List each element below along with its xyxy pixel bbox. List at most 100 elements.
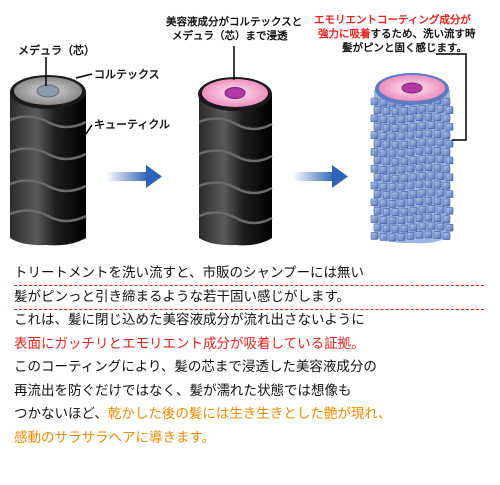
coating-cube (370, 164, 379, 173)
coating-cube (391, 191, 400, 200)
coating-cube (379, 182, 388, 191)
coating-cube (370, 198, 379, 207)
coating-cube (379, 216, 388, 224)
coating-cube (406, 131, 415, 139)
coating-cube (400, 191, 409, 199)
coating-cube (388, 199, 397, 208)
coating-cube (442, 165, 451, 173)
arrow-right-1 (106, 165, 162, 188)
coating-cube (415, 113, 424, 121)
coating-cube (406, 215, 415, 223)
coating-cube (388, 216, 397, 225)
coating-cube (397, 165, 406, 174)
coating-cube (397, 132, 406, 140)
coating-cube (442, 181, 451, 190)
coating-cube (370, 181, 379, 190)
caption-penetration-line1: 美容液成分がコルテックスと (166, 16, 303, 28)
coating-cube (388, 233, 397, 242)
coating-cube (427, 104, 436, 113)
coating-cube (373, 106, 382, 114)
coating-cube (379, 199, 388, 208)
coating-cube (442, 114, 451, 123)
coating-cube (415, 163, 424, 172)
coating-cube (400, 207, 409, 216)
coating-cube (400, 107, 409, 115)
coating-cube (370, 114, 379, 123)
coating-cube (436, 121, 445, 130)
hair-structure-diagram: メデュラ（芯） コルテックス キューティクル 美容液成分がコルテックスと メデュ… (9, 14, 476, 246)
coating-cube (424, 230, 433, 239)
coating-cube (391, 141, 400, 149)
coating-cube (388, 166, 397, 174)
coating-cube (373, 190, 382, 198)
coating-cube (442, 215, 451, 224)
coating-cube (406, 164, 415, 173)
coating-cube (442, 148, 451, 156)
coating-cube (397, 199, 406, 208)
paragraph-line-7-highlight: 乾かした後の髪には生き生きとした艶が現れ、 (107, 406, 392, 422)
coating-cube (409, 156, 418, 165)
coating-cube (427, 155, 436, 163)
coating-cube (418, 138, 427, 147)
coating-cube (370, 215, 379, 223)
coating-cube (409, 206, 418, 215)
coating-cube (427, 188, 436, 197)
paragraph-line-7: つかないほど、乾かした後の髪には生き生きとした艶が現れ、 (14, 403, 492, 427)
coating-cube (445, 106, 454, 114)
coating-cube (397, 233, 406, 241)
coating-cube (409, 173, 418, 181)
coating-cube (373, 139, 382, 148)
coating-cube (391, 124, 400, 132)
coating-cube (433, 180, 442, 189)
coating-cube (400, 123, 409, 132)
coating-cube (433, 130, 442, 138)
coating-cube (406, 148, 415, 156)
paragraph-line-1: トリートメントを洗い流すと、市販のシャンプーには無い (14, 265, 365, 281)
coating-cube (436, 155, 445, 164)
coating-cube (400, 224, 409, 233)
coating-cube (436, 189, 445, 197)
leader-lines (45, 46, 467, 141)
coating-cube (400, 174, 409, 182)
coating-cube (379, 165, 388, 174)
arrow-right-2 (292, 165, 348, 188)
coating-cube (442, 131, 451, 140)
caption-coating-line2: 強力に吸着するため、洗い流す時 (318, 28, 476, 41)
paragraph-line-4: 表面にガッチリとエモリエント成分が吸着している証拠。 (14, 335, 365, 352)
hair-cylinder-plain (9, 75, 87, 246)
coating-cube (418, 205, 427, 214)
coating-cube (415, 230, 424, 239)
coating-cube (418, 172, 427, 180)
coating-cube (409, 122, 418, 131)
caption-coating-strong: 強力に吸着 (318, 28, 371, 40)
paragraph-line-6: 再流出を防ぐだけではなく、髪が濡れた状態では想像も (14, 382, 352, 399)
coating-cube (382, 123, 391, 132)
coating-cube (433, 231, 442, 239)
coating-cube (445, 190, 454, 198)
coating-cube (445, 156, 454, 165)
coating-cube (424, 180, 433, 188)
coating-cube (373, 206, 382, 215)
coating-cube (436, 105, 445, 113)
coating-cube (391, 208, 400, 216)
label-cortex: コルテックス (94, 68, 160, 81)
coating-cube (427, 205, 436, 214)
caption-penetration-line2: メデュラ（芯）まで浸透 (172, 30, 288, 42)
coating-cube (433, 197, 442, 206)
coating-cube (382, 140, 391, 149)
coating-cube (391, 157, 400, 166)
caption-coating-rest: するため、洗い流す時 (370, 28, 476, 40)
coating-cube (397, 216, 406, 224)
coating-cube (391, 174, 400, 183)
coating-cube (445, 173, 454, 182)
coating-cube (373, 173, 382, 181)
coating-cube (424, 129, 433, 138)
coating-cube (424, 163, 433, 172)
coating-cube (388, 149, 397, 158)
label-cuticle: キューティクル (94, 118, 171, 131)
coating-cube (442, 97, 451, 106)
coating-cube (418, 121, 427, 130)
coating-cube (373, 156, 382, 165)
coating-cube (382, 157, 391, 166)
coating-cube (391, 107, 400, 116)
